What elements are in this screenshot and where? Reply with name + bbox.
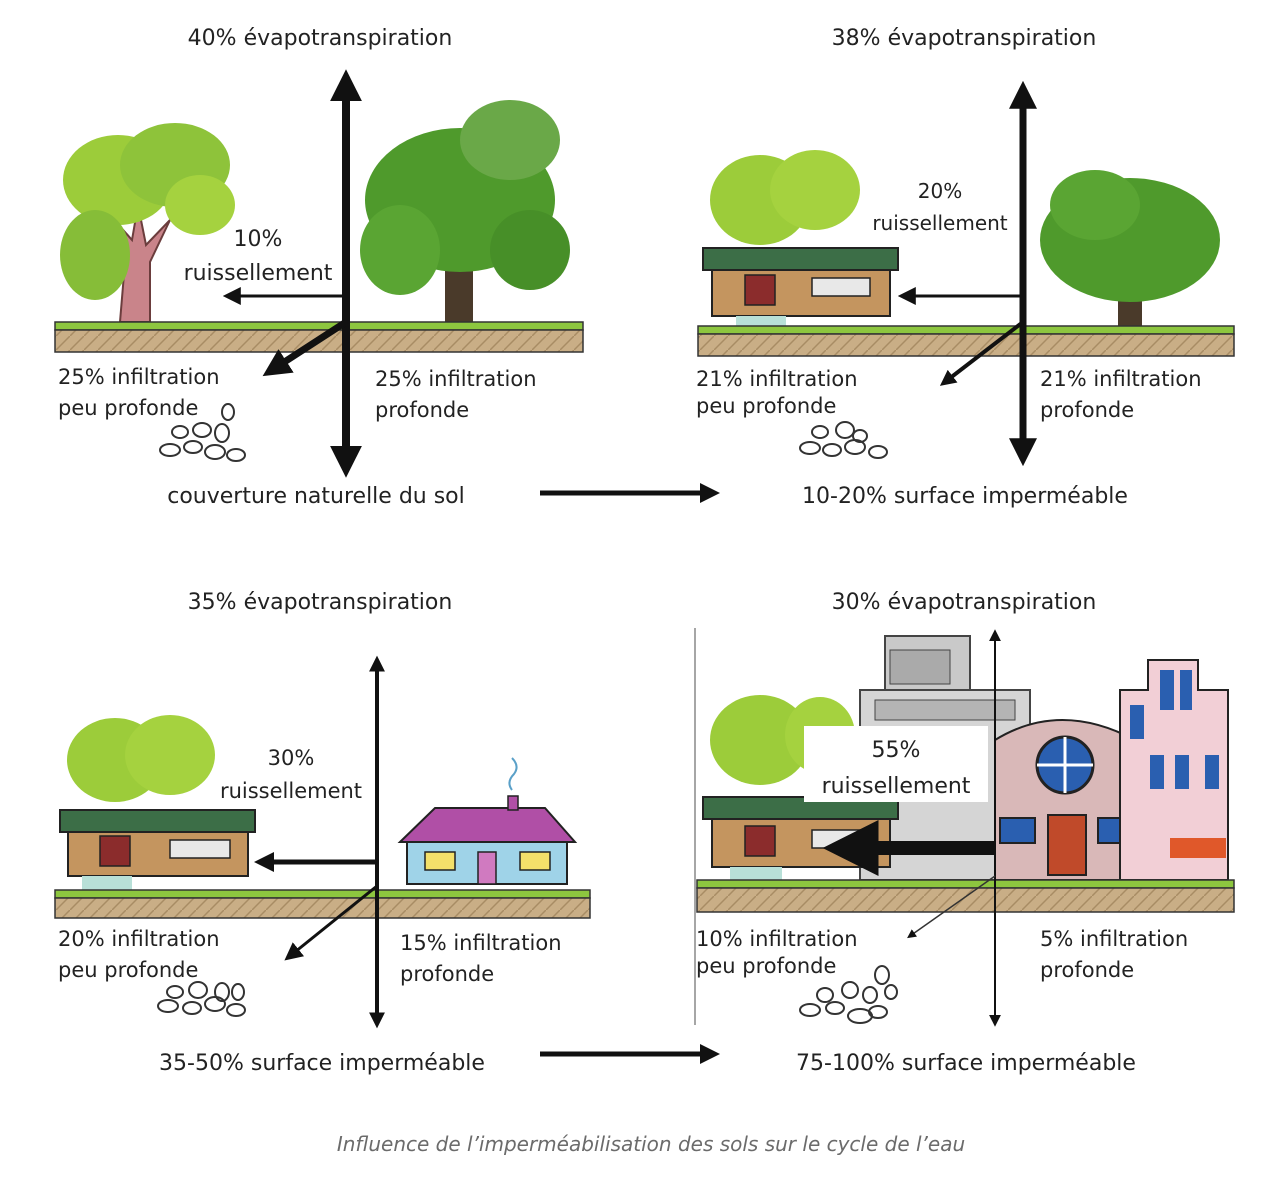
evapotranspiration-label: 30% évapotranspiration <box>832 590 1097 615</box>
ground-strip <box>54 889 591 899</box>
runoff-label: ruissellement <box>220 779 362 803</box>
house-illustration <box>59 809 256 890</box>
deep-infiltration-label-2: profonde <box>1040 958 1134 982</box>
shallow-infiltration-label-2: peu profonde <box>58 396 198 420</box>
deep-infiltration-label-2: profonde <box>400 962 494 986</box>
tree-illustration <box>710 150 860 245</box>
figure-caption: Influence de l’imperméabilisation des so… <box>337 1132 965 1156</box>
soil-layer <box>696 887 1235 913</box>
surface-label: 10-20% surface imperméable <box>802 484 1128 509</box>
runoff-percent-label: 10% <box>234 227 283 252</box>
soil-layer <box>697 333 1235 357</box>
deep-infiltration-label: 5% infiltration <box>1040 927 1188 951</box>
deep-infiltration-label: 21% infiltration <box>1040 367 1202 391</box>
panel-75-100-impervious: 30% évapotranspiration 55% ruissellement… <box>694 590 1235 1076</box>
runoff-label: ruissellement <box>184 261 333 286</box>
runoff-label: ruissellement <box>822 774 971 799</box>
shallow-infiltration-arrow <box>939 320 1025 386</box>
surface-label: 75-100% surface imperméable <box>796 1051 1136 1076</box>
shallow-infiltration-label-2: peu profonde <box>58 958 198 982</box>
runoff-label: ruissellement <box>872 211 1007 235</box>
pebbles-illustration <box>799 421 888 459</box>
panel-10-20-impervious: 38% évapotranspiration 20% ruissellement… <box>696 26 1235 509</box>
runoff-percent-label: 55% <box>872 738 921 763</box>
panel-natural-cover: 40% évapotranspiration 10% ruissellement… <box>54 26 584 509</box>
soil-layer <box>54 897 591 919</box>
shop-building-illustration <box>994 719 1142 881</box>
townhouse-illustration <box>1119 659 1229 881</box>
house-illustration <box>702 247 899 328</box>
pebbles-illustration <box>157 981 246 1017</box>
shallow-infiltration-label: 20% infiltration <box>58 927 220 951</box>
ground-strip <box>54 321 584 331</box>
surface-label: couverture naturelle du sol <box>167 484 465 509</box>
evapotranspiration-label: 38% évapotranspiration <box>832 26 1097 51</box>
shallow-infiltration-label: 25% infiltration <box>58 365 220 389</box>
tree-illustration <box>1040 170 1220 326</box>
shallow-infiltration-arrow <box>907 875 996 939</box>
tree-illustration <box>60 123 235 323</box>
runoff-percent-label: 30% <box>268 746 315 770</box>
evapotranspiration-label: 40% évapotranspiration <box>188 26 453 51</box>
shallow-infiltration-label-2: peu profonde <box>696 394 836 418</box>
shallow-infiltration-label: 21% infiltration <box>696 367 858 391</box>
deep-infiltration-label: 15% infiltration <box>400 931 562 955</box>
surface-label: 35-50% surface imperméable <box>159 1051 485 1076</box>
tree-illustration <box>67 715 215 802</box>
shallow-infiltration-label-2: peu profonde <box>696 954 836 978</box>
runoff-percent-label: 20% <box>918 179 962 203</box>
shallow-infiltration-label: 10% infiltration <box>696 927 858 951</box>
shallow-infiltration-arrow <box>284 884 378 961</box>
runoff-label-box <box>804 726 988 802</box>
evapotranspiration-label: 35% évapotranspiration <box>188 590 453 615</box>
shallow-infiltration-arrow <box>262 319 348 377</box>
panel-35-50-impervious: 35% évapotranspiration 30% ruissellement… <box>54 590 591 1076</box>
deep-infiltration-label-2: profonde <box>375 398 469 422</box>
ground-strip <box>697 325 1235 335</box>
small-house-illustration <box>397 757 578 885</box>
ground-strip <box>696 879 1235 889</box>
deep-infiltration-label-2: profonde <box>1040 398 1134 422</box>
pebbles-illustration <box>159 403 246 462</box>
pebbles-illustration <box>799 965 898 1024</box>
tree-illustration <box>360 100 570 323</box>
deep-infiltration-label: 25% infiltration <box>375 367 537 391</box>
